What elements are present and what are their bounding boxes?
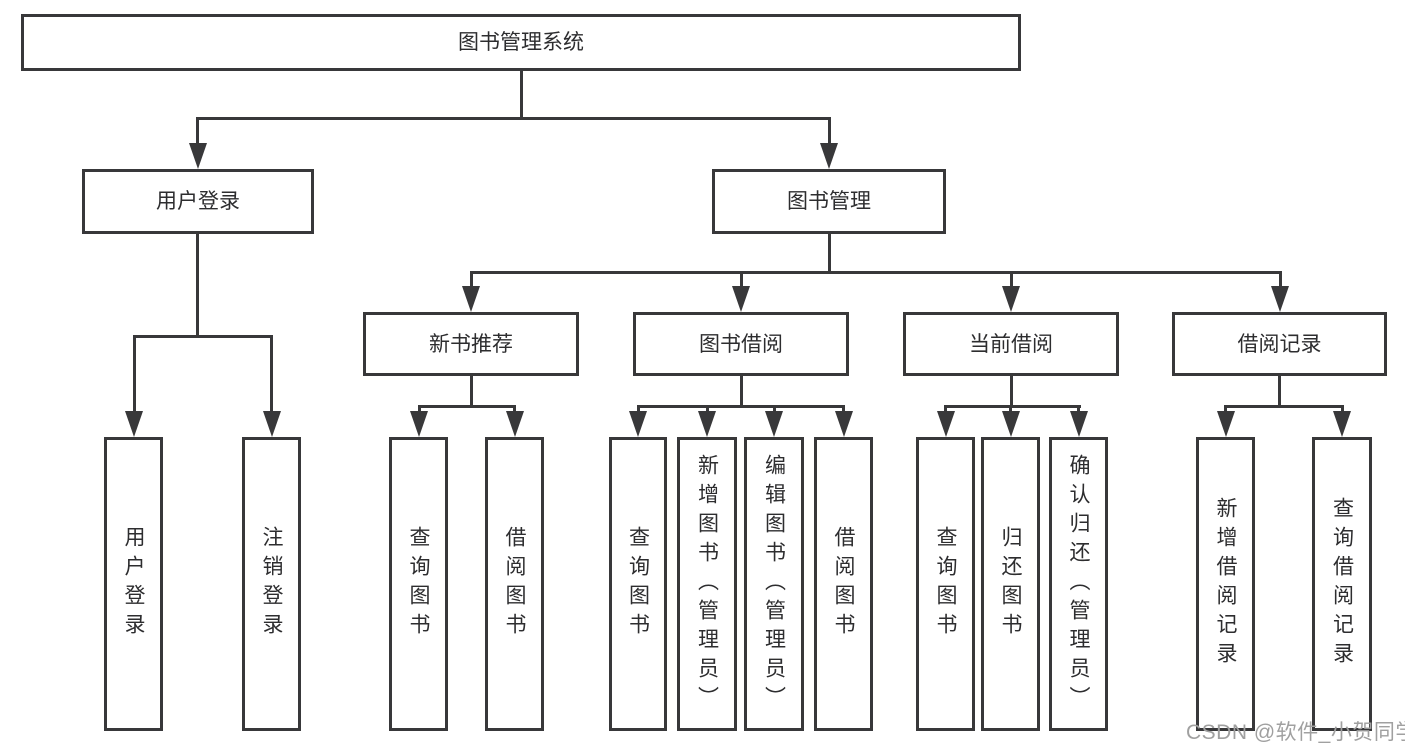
arrow-down-icon bbox=[820, 143, 838, 169]
connector-line bbox=[1278, 376, 1281, 407]
node-current-borrow-label: 当前借阅 bbox=[969, 332, 1053, 356]
leaf-add-borrow-record: 新增借阅记录 bbox=[1196, 437, 1255, 731]
arrow-down-icon bbox=[835, 411, 853, 437]
arrow-down-icon bbox=[189, 143, 207, 169]
connector-line bbox=[740, 271, 743, 289]
connector-line bbox=[1341, 405, 1344, 414]
leaf-query-books-recommend-label: 查询图书 bbox=[407, 526, 430, 642]
arrow-down-icon bbox=[1217, 411, 1235, 437]
arrow-down-icon bbox=[410, 411, 428, 437]
arrow-down-icon bbox=[1333, 411, 1351, 437]
node-borrow-record: 借阅记录 bbox=[1172, 312, 1387, 376]
leaf-borrow-books: 借阅图书 bbox=[814, 437, 873, 731]
node-current-borrow: 当前借阅 bbox=[903, 312, 1119, 376]
leaf-user-login: 用户登录 bbox=[104, 437, 163, 731]
leaf-return-books: 归还图书 bbox=[981, 437, 1040, 731]
node-root-label: 图书管理系统 bbox=[458, 31, 584, 54]
csdn-watermark: CSDN @软件_小贺同学 bbox=[1186, 721, 1405, 744]
connector-line bbox=[944, 405, 1081, 408]
connector-line bbox=[1077, 405, 1080, 414]
leaf-user-login-label: 用户登录 bbox=[122, 526, 145, 642]
leaf-edit-books-admin-label: 编辑图书（管理员） bbox=[762, 453, 786, 715]
connector-line bbox=[1279, 271, 1282, 289]
leaf-borrow-books-recommend-label: 借阅图书 bbox=[503, 526, 526, 642]
arrow-down-icon bbox=[125, 411, 143, 437]
node-book-borrow-label: 图书借阅 bbox=[699, 332, 783, 356]
arrow-down-icon bbox=[462, 286, 480, 312]
leaf-add-books-admin-label: 新增图书（管理员） bbox=[695, 453, 719, 715]
connector-line bbox=[828, 234, 831, 274]
connector-line bbox=[470, 376, 473, 407]
node-book-management: 图书管理 bbox=[712, 169, 946, 234]
connector-line bbox=[196, 117, 831, 120]
node-user-login: 用户登录 bbox=[82, 169, 314, 234]
connector-line bbox=[773, 405, 776, 414]
arrow-down-icon bbox=[263, 411, 281, 437]
arrow-down-icon bbox=[1002, 411, 1020, 437]
connector-line bbox=[196, 117, 199, 145]
leaf-query-books-borrow-label: 查询图书 bbox=[626, 526, 650, 642]
leaf-logout: 注销登录 bbox=[242, 437, 301, 731]
connector-line bbox=[418, 405, 516, 408]
arrow-down-icon bbox=[1271, 286, 1289, 312]
connector-line bbox=[418, 405, 421, 414]
leaf-borrow-books-recommend: 借阅图书 bbox=[485, 437, 544, 731]
arrow-down-icon bbox=[629, 411, 647, 437]
connector-line bbox=[1009, 405, 1012, 414]
connector-line bbox=[133, 335, 136, 413]
connector-line bbox=[706, 405, 709, 414]
connector-line bbox=[270, 335, 273, 413]
node-new-book-recommend: 新书推荐 bbox=[363, 312, 579, 376]
connector-line bbox=[1224, 405, 1227, 414]
connector-line bbox=[470, 271, 1282, 274]
leaf-return-books-label: 归还图书 bbox=[999, 526, 1022, 642]
connector-line bbox=[828, 117, 831, 145]
leaf-query-books-current-label: 查询图书 bbox=[934, 526, 957, 642]
leaf-query-books-borrow: 查询图书 bbox=[609, 437, 667, 731]
leaf-borrow-books-label: 借阅图书 bbox=[832, 526, 855, 642]
connector-line bbox=[740, 376, 743, 407]
arrow-down-icon bbox=[1070, 411, 1088, 437]
connector-line bbox=[842, 405, 845, 414]
connector-line bbox=[470, 271, 473, 289]
connector-line bbox=[944, 405, 947, 414]
connector-line bbox=[1224, 405, 1344, 408]
arrow-down-icon bbox=[732, 286, 750, 312]
leaf-query-borrow-record-label: 查询借阅记录 bbox=[1330, 497, 1354, 671]
leaf-confirm-return-admin: 确认归还（管理员） bbox=[1049, 437, 1108, 731]
arrow-down-icon bbox=[698, 411, 716, 437]
connector-line bbox=[1010, 376, 1013, 407]
arrow-down-icon bbox=[765, 411, 783, 437]
leaf-edit-books-admin: 编辑图书（管理员） bbox=[744, 437, 804, 731]
leaf-logout-label: 注销登录 bbox=[260, 526, 283, 642]
leaf-confirm-return-admin-label: 确认归还（管理员） bbox=[1067, 453, 1090, 715]
leaf-add-borrow-record-label: 新增借阅记录 bbox=[1214, 497, 1237, 671]
connector-line bbox=[1010, 271, 1013, 289]
connector-line bbox=[513, 405, 516, 414]
leaf-query-borrow-record: 查询借阅记录 bbox=[1312, 437, 1372, 731]
connector-line bbox=[133, 335, 273, 338]
leaf-query-books-current: 查询图书 bbox=[916, 437, 975, 731]
arrow-down-icon bbox=[937, 411, 955, 437]
node-user-login-label: 用户登录 bbox=[156, 190, 240, 213]
arrow-down-icon bbox=[506, 411, 524, 437]
node-borrow-record-label: 借阅记录 bbox=[1237, 332, 1322, 356]
leaf-query-books-recommend: 查询图书 bbox=[389, 437, 448, 731]
arrow-down-icon bbox=[1002, 286, 1020, 312]
connector-line bbox=[520, 71, 523, 119]
node-root: 图书管理系统 bbox=[21, 14, 1021, 71]
node-book-management-label: 图书管理 bbox=[787, 190, 871, 213]
leaf-add-books-admin: 新增图书（管理员） bbox=[677, 437, 737, 731]
connector-line bbox=[196, 234, 199, 338]
connector-line bbox=[637, 405, 845, 408]
connector-line bbox=[637, 405, 640, 414]
node-new-book-recommend-label: 新书推荐 bbox=[429, 332, 513, 356]
node-book-borrow: 图书借阅 bbox=[633, 312, 849, 376]
